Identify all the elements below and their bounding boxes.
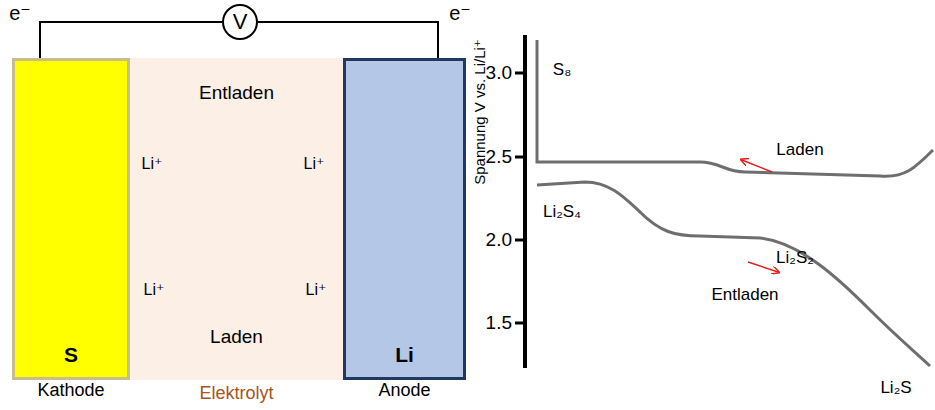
tick-label: 1.5 <box>486 312 512 334</box>
ion-label: Li⁺ <box>144 281 165 299</box>
y-axis <box>523 35 527 368</box>
circuit-wire <box>40 22 222 58</box>
electron-label: e⁻ <box>449 2 471 25</box>
circuit-wire <box>258 22 438 58</box>
discharge-curve <box>537 182 930 366</box>
electron-label: e⁻ <box>9 2 31 25</box>
ion-label: Li⁺ <box>142 155 163 173</box>
discharge-direction-arrow <box>748 262 778 272</box>
anode-electrode: LiAnode <box>343 58 466 380</box>
electrolyte-region: EntladenLadenElektrolyt <box>130 58 343 380</box>
charge-curve-label: Laden <box>776 140 823 160</box>
ion-label: Li⁺ <box>306 281 327 299</box>
voltmeter-symbol: V <box>233 9 248 34</box>
cathode-electrode: SKathode <box>12 58 130 380</box>
charge-direction-arrow <box>742 160 772 172</box>
charge-label: Laden <box>210 326 263 348</box>
discharge-curve-label: Entladen <box>711 285 778 305</box>
voltmeter-circle: V <box>222 4 258 40</box>
tick-label: 2.5 <box>486 146 512 168</box>
species-label: S₈ <box>553 60 571 80</box>
charge-curve <box>537 40 933 176</box>
discharge-label: Entladen <box>199 82 274 104</box>
species-label: Li₂S₄ <box>543 202 581 222</box>
species-label: Li₂S₂ <box>776 248 814 268</box>
tick-label: 3.0 <box>486 62 512 84</box>
species-label: Li₂S <box>880 378 911 398</box>
cathode-material: S <box>64 343 78 367</box>
cathode-label: Kathode <box>37 380 104 401</box>
ion-label: Li⁺ <box>304 155 325 173</box>
anode-label: Anode <box>378 380 430 401</box>
electrolyte-label: Elektrolyt <box>199 383 273 404</box>
axis-ticks <box>515 73 525 323</box>
tick-label: 2.0 <box>486 229 512 251</box>
anode-material: Li <box>395 343 414 367</box>
